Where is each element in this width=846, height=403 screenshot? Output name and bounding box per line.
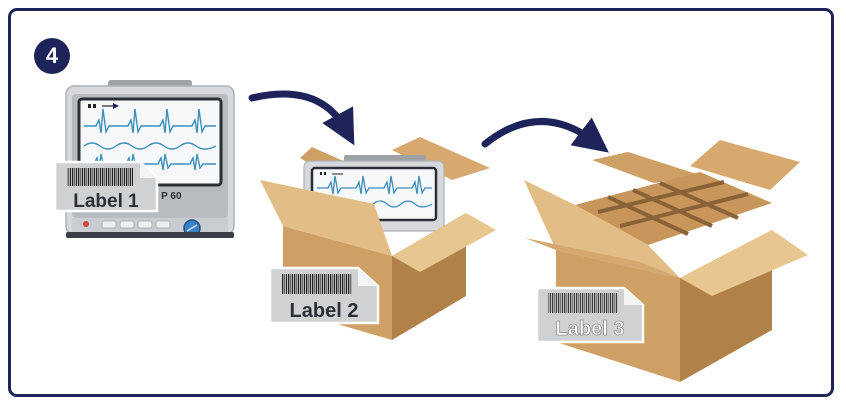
label-3-text: Label 3 — [556, 318, 625, 340]
label-2-tag: Label 2 — [270, 268, 378, 323]
label-1-tag: Label 1 — [55, 162, 157, 212]
label-3-tag: Label 3 — [537, 288, 643, 342]
open-box-with-dividers — [524, 140, 808, 382]
flow-arrow-1 — [252, 94, 346, 130]
label-2-text: Label 2 — [290, 300, 359, 322]
flow-arrow-2 — [485, 121, 595, 144]
patient-monitor: .6 P 60 — [66, 80, 234, 238]
label-1-text: Label 1 — [73, 191, 139, 212]
